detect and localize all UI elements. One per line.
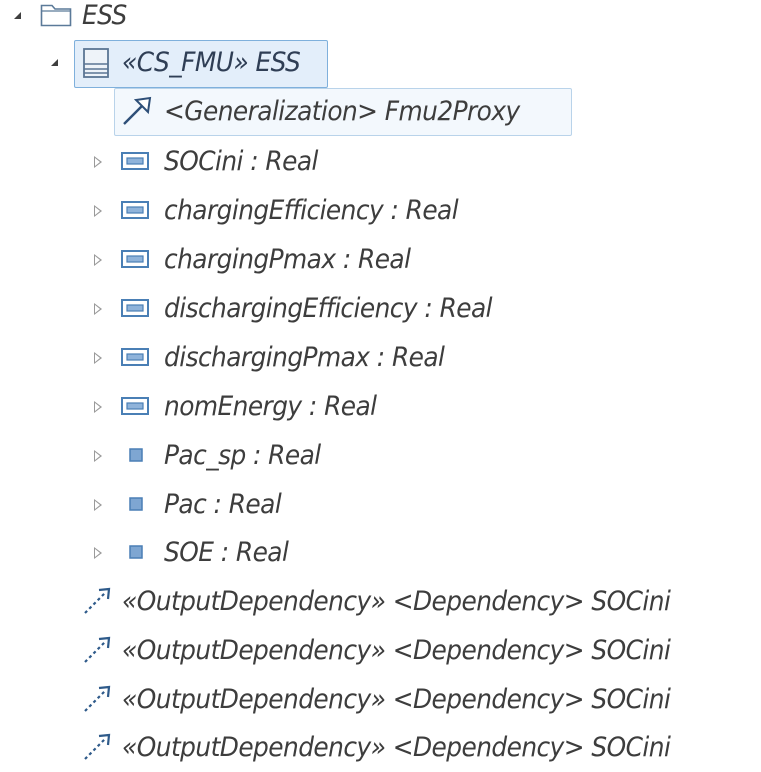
tree-item-label: SOCini : Real xyxy=(164,146,318,177)
collapsed-toggle-icon[interactable] xyxy=(94,254,102,266)
port-icon xyxy=(129,497,143,511)
tree-item-label: Pac : Real xyxy=(164,489,282,520)
collapsed-toggle-icon[interactable] xyxy=(94,303,102,315)
tree-item-label: «CS_FMU» ESS xyxy=(122,47,301,78)
tree-item-label: chargingEfficiency : Real xyxy=(164,195,459,226)
expanded-toggle-icon[interactable] xyxy=(51,59,58,66)
tree-item-label: nomEnergy : Real xyxy=(164,391,377,422)
collapsed-toggle-icon[interactable] xyxy=(94,450,102,462)
parameter-icon xyxy=(121,152,149,170)
parameter-icon xyxy=(121,299,149,317)
collapsed-toggle-icon[interactable] xyxy=(94,547,102,559)
parameter-icon xyxy=(121,201,149,219)
port-icon xyxy=(129,545,143,559)
tree-item-label: «OutputDependency» <Dependency> SOCini xyxy=(122,635,671,666)
parameter-icon xyxy=(121,250,149,268)
tree-item-label: «OutputDependency» <Dependency> SOCini xyxy=(122,684,671,715)
tree-item-label: dischargingEfficiency : Real xyxy=(164,293,493,324)
tree-item-label: ESS xyxy=(82,0,127,31)
tree-item-label: SOE : Real xyxy=(164,537,289,568)
port-icon xyxy=(129,448,143,462)
collapsed-toggle-icon[interactable] xyxy=(94,499,102,511)
tree-item-label: chargingPmax : Real xyxy=(164,244,411,275)
dependency-arrow-icon xyxy=(84,685,111,712)
dependency-arrow-icon xyxy=(84,636,111,663)
expanded-toggle-icon[interactable] xyxy=(14,12,21,19)
tree-item-label: Pac_sp : Real xyxy=(164,440,321,471)
tree-item-label: dischargingPmax : Real xyxy=(164,342,445,373)
tree-item-label: «OutputDependency» <Dependency> SOCini xyxy=(122,586,671,617)
tree-item-label: <Generalization> Fmu2Proxy xyxy=(164,96,520,127)
generalization-arrow-icon xyxy=(123,96,152,125)
dependency-arrow-icon xyxy=(84,587,111,614)
hover-highlight xyxy=(114,88,572,136)
fmu-class-icon xyxy=(83,48,109,78)
dependency-arrow-icon xyxy=(84,733,111,760)
folder-icon xyxy=(40,4,72,27)
selection-highlight xyxy=(74,40,328,88)
collapsed-toggle-icon[interactable] xyxy=(94,205,102,217)
collapsed-toggle-icon[interactable] xyxy=(94,352,102,364)
collapsed-toggle-icon[interactable] xyxy=(94,156,102,168)
parameter-icon xyxy=(121,348,149,366)
tree-item-label: «OutputDependency» <Dependency> SOCini xyxy=(122,732,671,763)
collapsed-toggle-icon[interactable] xyxy=(94,401,102,413)
parameter-icon xyxy=(121,397,149,415)
